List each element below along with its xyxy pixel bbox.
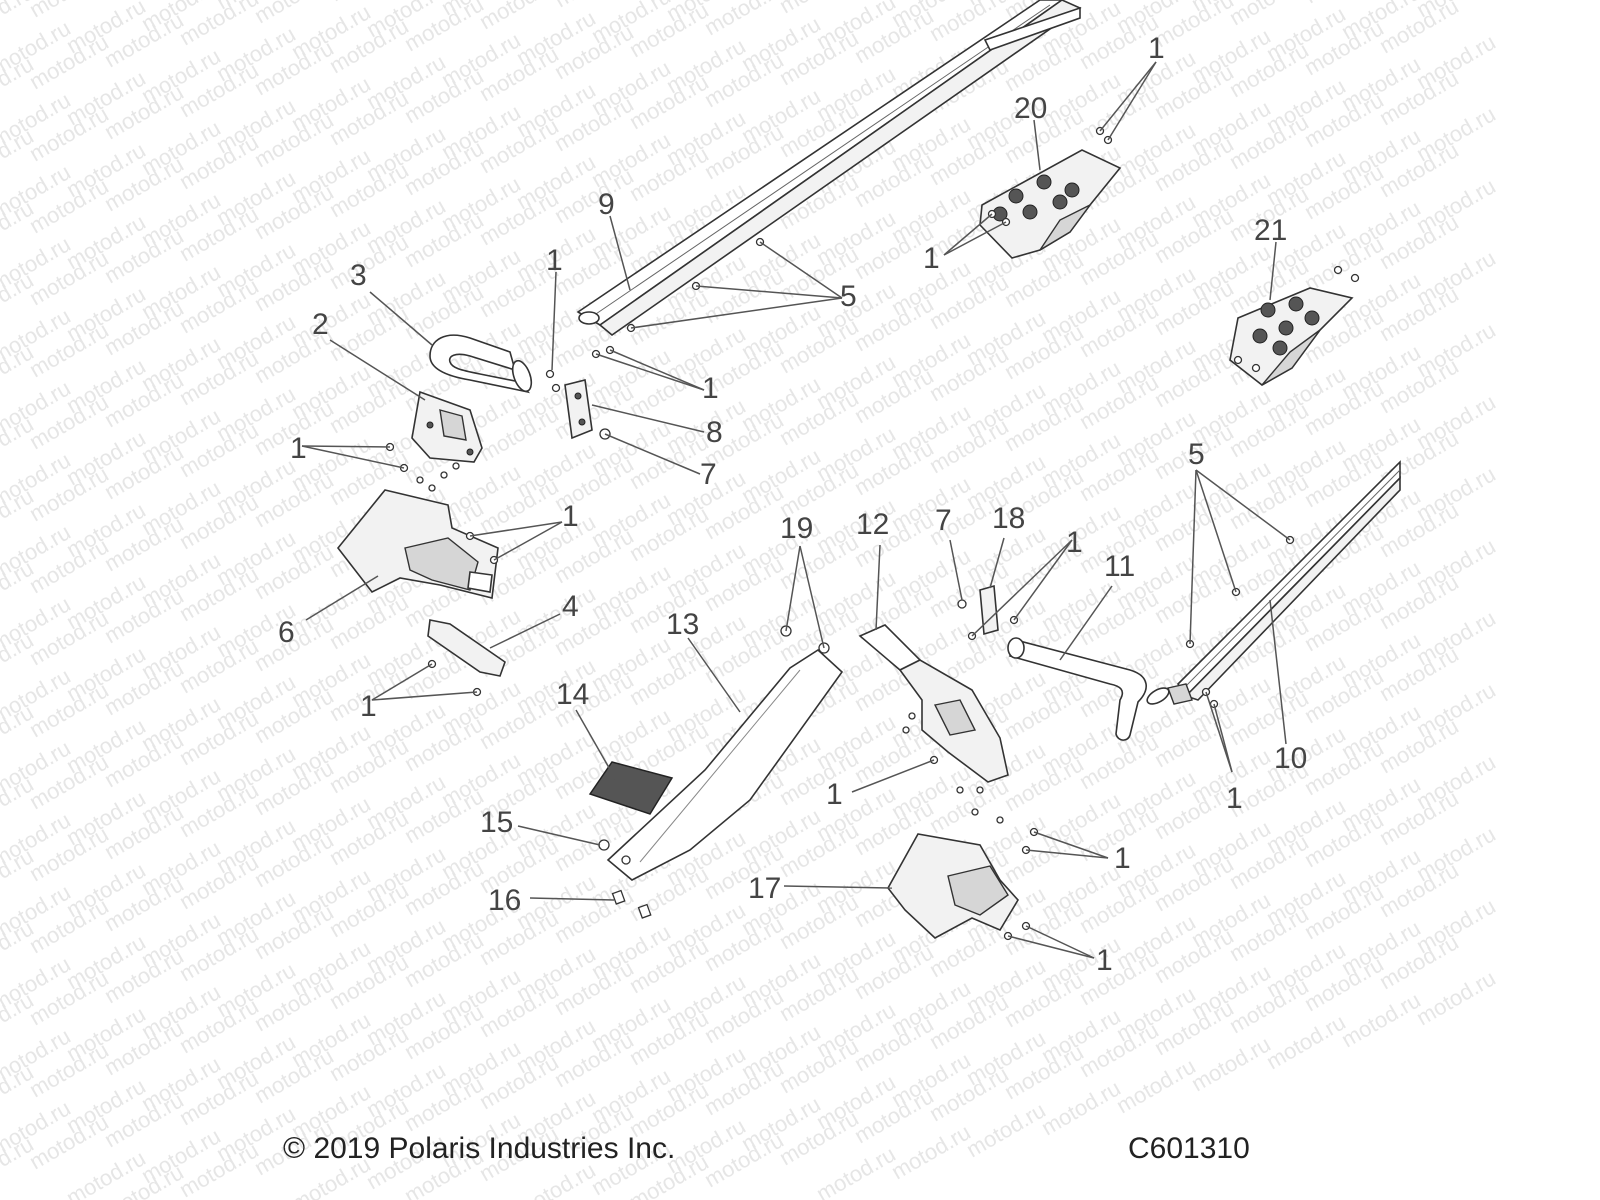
callout-1: 1 — [702, 372, 719, 405]
callout-1: 1 — [360, 690, 377, 723]
watermark-text: motod.ru — [1187, 1031, 1275, 1096]
watermark-text: motod.ru — [1412, 965, 1500, 1030]
callout-1: 1 — [1226, 782, 1243, 815]
callout-16: 16 — [488, 884, 521, 917]
callout-7: 7 — [700, 458, 717, 491]
callout-5: 5 — [1188, 438, 1205, 471]
callout-8: 8 — [706, 416, 723, 449]
watermark-text: motod.ru — [887, 1119, 975, 1184]
callout-4: 4 — [562, 590, 579, 623]
callout-14: 14 — [556, 678, 589, 711]
copyright-notice: © 2019 Polaris Industries Inc. — [283, 1132, 676, 1165]
callout-9: 9 — [598, 188, 615, 221]
callout-18: 18 — [992, 502, 1025, 535]
plate-part-18 — [979, 584, 999, 636]
callout-1: 1 — [1148, 32, 1165, 65]
callout-1: 1 — [1114, 842, 1131, 875]
callout-19: 19 — [780, 512, 813, 545]
callout-17: 17 — [748, 872, 781, 905]
watermark-text: motod.ru — [1112, 1053, 1200, 1118]
callout-3: 3 — [350, 259, 367, 292]
callout-1: 1 — [546, 244, 563, 277]
callout-10: 10 — [1274, 742, 1307, 775]
callout-5: 5 — [840, 280, 857, 313]
callout-2: 2 — [312, 308, 329, 341]
watermark-text: motod.ru — [962, 1097, 1050, 1162]
callout-1: 1 — [923, 242, 940, 275]
callout-1: 1 — [290, 432, 307, 465]
callout-1: 1 — [562, 500, 579, 533]
callout-7: 7 — [935, 504, 952, 537]
callout-1: 1 — [826, 778, 843, 811]
callout-6: 6 — [278, 616, 295, 649]
watermark-text: motod.ru — [1337, 987, 1425, 1052]
callout-20: 20 — [1014, 92, 1047, 125]
watermark-text: motod.ru — [1037, 1075, 1125, 1140]
callout-12: 12 — [856, 508, 889, 541]
callout-13: 13 — [666, 608, 699, 641]
callout-11: 11 — [1104, 550, 1135, 583]
watermark-text: motod.ru — [812, 1141, 900, 1200]
callout-1: 1 — [1096, 944, 1113, 977]
callout-1: 1 — [1066, 526, 1083, 559]
bracket-part-2 — [411, 390, 483, 463]
watermark-text: motod.ru — [1262, 1009, 1350, 1074]
diagram-code: C601310 — [1128, 1132, 1250, 1165]
callout-15: 15 — [480, 806, 513, 839]
callout-21: 21 — [1254, 214, 1287, 247]
